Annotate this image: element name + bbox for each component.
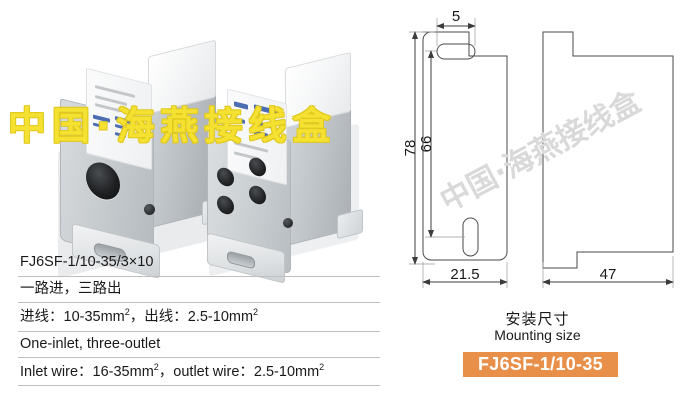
wire-en-out-sup: 2 xyxy=(319,362,325,373)
spec-row-config-cn: 一路进，三路出 xyxy=(18,277,380,304)
wire-cn-separator: ， xyxy=(129,308,145,325)
technical-drawing: 5 78 66 21.5 47 中国·海燕接线盒 安装尺寸 Mounting s… xyxy=(395,0,680,400)
wire-en-in-value: 16-35mm xyxy=(92,363,154,380)
unit-b-din-clip xyxy=(337,208,363,240)
mounting-size-caption-en: Mounting size xyxy=(494,326,581,343)
specification-table: FJ6SF-1/10-35/3×10 一路进，三路出 进线：10-35mm2，出… xyxy=(18,250,380,387)
wire-cn-out-sup: 2 xyxy=(253,307,259,318)
front-view-top-slot xyxy=(436,43,476,60)
unit-a-screw xyxy=(144,204,155,215)
dimension-label-slot-width: 5 xyxy=(452,8,460,25)
dimension-arrows xyxy=(412,23,674,285)
spec-row-config-en: One-inlet, three-outlet xyxy=(18,332,380,359)
dimension-label-slot-spacing: 66 xyxy=(418,136,435,153)
dimension-label-front-width: 21.5 xyxy=(450,266,479,283)
wire-cn-in-value: 10-35mm xyxy=(63,308,125,325)
front-view-bottom-slot xyxy=(462,217,479,257)
model-badge: FJ6SF-1/10-35 xyxy=(463,352,618,377)
wire-cn-in-sup: 2 xyxy=(124,307,130,318)
wire-en-out-value: 2.5-10mm xyxy=(253,363,320,380)
dimension-label-side-width: 47 xyxy=(600,266,617,283)
wire-en-in-label: Inlet wire： xyxy=(20,363,93,380)
spec-row-model: FJ6SF-1/10-35/3×10 xyxy=(18,250,380,277)
wire-cn-in-label: 进线： xyxy=(20,308,64,325)
mounting-size-caption-cn: 安装尺寸 xyxy=(505,310,570,328)
product-photo-unit-a xyxy=(52,38,232,279)
wire-cn-out-value: 2.5-10mm xyxy=(187,308,254,325)
product-photo-area: 中国·海燕接线盒 xyxy=(0,0,395,284)
side-view-profile xyxy=(542,31,674,269)
spec-row-wire-cn: 进线：10-35mm2，出线：2.5-10mm2 xyxy=(18,303,380,332)
watermark-grey: 中国·海燕接线盒 xyxy=(435,84,648,219)
product-photo-unit-b xyxy=(205,46,370,284)
dimension-label-total-height: 78 xyxy=(402,140,419,157)
wire-en-out-label: outlet wire： xyxy=(173,363,254,380)
mounting-size-caption: 安装尺寸 Mounting size xyxy=(395,310,680,343)
front-view-mounting-plate xyxy=(422,31,508,261)
wire-en-separator: ， xyxy=(158,363,174,380)
spec-row-wire-en: Inlet wire：16-35mm2，outlet wire：2.5-10mm… xyxy=(18,358,380,387)
drawing-svg: 5 78 66 21.5 47 中国·海燕接线盒 xyxy=(402,8,674,288)
unit-b-screw xyxy=(283,218,293,228)
wire-cn-out-label: 出线： xyxy=(144,308,188,325)
wire-en-in-sup: 2 xyxy=(153,362,159,373)
unit-a-label xyxy=(86,67,152,171)
